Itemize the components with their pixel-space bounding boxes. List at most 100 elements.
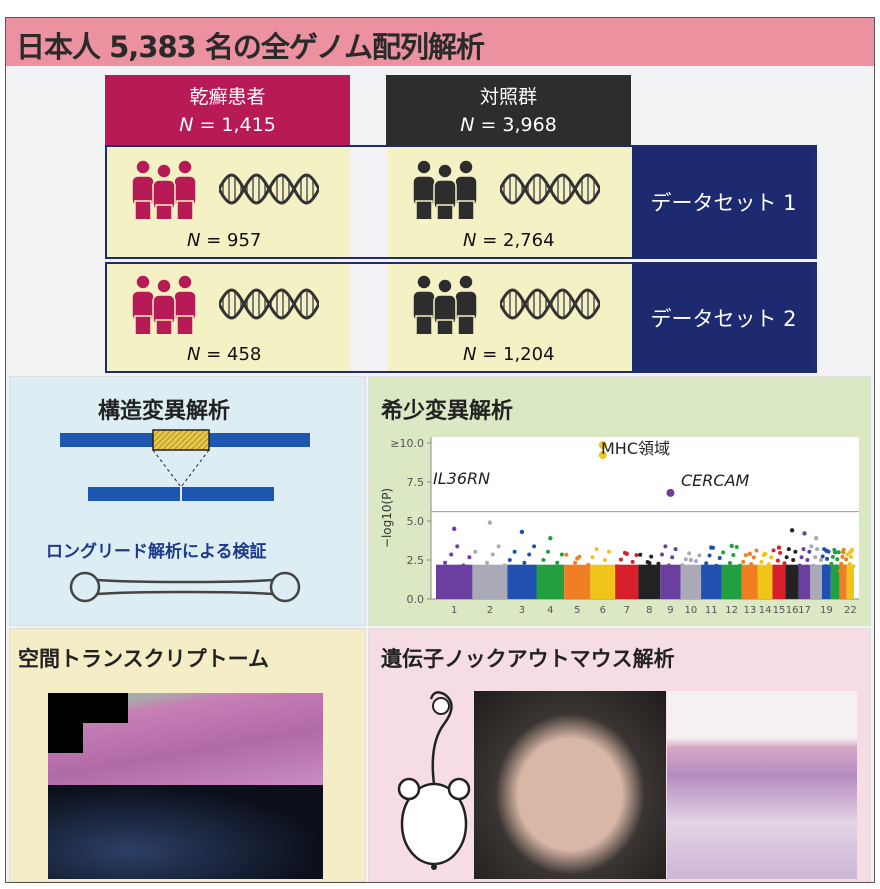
x-tick-label: 15 (773, 605, 786, 616)
peak-point (832, 550, 838, 555)
annotation-CERCAM: CERCAM (681, 471, 750, 490)
data-point (811, 563, 816, 568)
x-tick-label: 16 (786, 605, 799, 616)
chromosome-18-points (810, 564, 822, 599)
data-point (437, 568, 442, 573)
chromosome-2-points (472, 564, 508, 599)
data-point (799, 555, 804, 560)
peak-point (747, 551, 753, 556)
peak-point (762, 551, 768, 556)
y-tick-label: 2.5 (407, 554, 425, 567)
dataset-2-row: N = 458 N = 1,204 データセット 2 (105, 262, 817, 373)
data-point (793, 549, 798, 554)
long-read-caption: ロングリード解析による検証 (46, 542, 267, 562)
data-point (829, 561, 834, 566)
peak-point (487, 520, 493, 525)
data-point (568, 566, 573, 571)
data-point (778, 550, 783, 555)
data-point (590, 555, 595, 560)
data-point (714, 563, 719, 568)
chromosome-15-points (772, 564, 786, 599)
data-point (700, 568, 705, 573)
data-point (757, 566, 762, 571)
dataset-1-cases-n: = 957 (206, 230, 262, 251)
data-point (764, 568, 769, 573)
data-point (759, 559, 764, 564)
data-point (676, 566, 681, 571)
peak-point (776, 545, 782, 550)
data-point (835, 557, 840, 562)
data-point (473, 549, 478, 554)
structural-title: 構造変異解析 (98, 399, 231, 424)
dataset-2-controls-n: = 1,204 (482, 344, 555, 365)
data-point (791, 558, 796, 562)
spatial-expression-image (48, 785, 323, 879)
annotation-MHC領域: MHC領域 (601, 439, 670, 458)
data-point (741, 559, 746, 564)
data-point (626, 566, 631, 571)
peak-point (519, 529, 525, 535)
dataset-2-label: データセット 2 (632, 264, 815, 371)
dataset-2-cases-n: = 458 (206, 344, 262, 365)
data-point (611, 568, 616, 573)
mouse-icon (397, 691, 471, 870)
chromosome-22-points (846, 564, 854, 599)
x-tick-label: 8 (646, 605, 652, 616)
data-point (803, 566, 808, 571)
data-point (846, 568, 851, 573)
x-tick-label: 17 (798, 605, 811, 616)
data-point (754, 548, 759, 553)
spatial-title: 空間トランスクリプトーム (18, 647, 269, 671)
data-point (443, 560, 448, 565)
data-point (704, 561, 709, 566)
dataset-2-cases: N = 458 (107, 264, 350, 371)
data-point (641, 565, 646, 570)
peak-point (813, 535, 819, 541)
data-point (634, 553, 639, 558)
data-point (697, 553, 702, 558)
people-icon (412, 274, 478, 334)
data-point (687, 551, 692, 556)
data-point (833, 564, 838, 569)
chromosome-9-points (660, 564, 681, 599)
data-point (840, 554, 845, 559)
x-tick-label: 7 (624, 605, 630, 616)
dataset-1-cases: N = 957 (107, 147, 350, 257)
data-point (851, 564, 856, 569)
data-point (771, 548, 776, 553)
peak-point (802, 531, 807, 536)
x-tick-label: 10 (685, 605, 698, 616)
data-point (512, 549, 517, 554)
peak-point (548, 535, 553, 541)
data-point (638, 552, 643, 557)
data-point (847, 561, 852, 566)
data-point (496, 544, 501, 549)
n-symbol: N (460, 114, 475, 136)
x-tick-label: 2 (487, 605, 493, 616)
data-point (479, 568, 484, 573)
peak-point (452, 526, 457, 531)
dataset-1-row: N = 957 N = 2,764 データセット 1 (105, 145, 817, 259)
data-point (690, 565, 695, 570)
data-point (743, 553, 748, 558)
x-tick-label: 13 (743, 605, 756, 616)
people-icon (131, 274, 197, 334)
data-point (836, 550, 841, 555)
data-point (830, 554, 835, 559)
data-point (807, 549, 812, 554)
x-tick-label: 3 (519, 605, 525, 616)
annotation-IL36RN: IL36RN (433, 469, 490, 488)
peak-point (647, 560, 652, 566)
data-point (818, 558, 823, 562)
dna-icon (500, 173, 600, 205)
data-point (797, 563, 802, 568)
chromosome-1-points (436, 564, 473, 599)
controls-label: 対照群 (479, 86, 537, 108)
data-point (594, 547, 599, 552)
data-point (467, 555, 472, 560)
knockout-title: 遺伝子ノックアウトマウス解析 (381, 647, 675, 671)
controls-header: 対照群 N = 3,968 (386, 75, 631, 146)
dna-icon (219, 173, 319, 205)
data-point (786, 547, 791, 552)
